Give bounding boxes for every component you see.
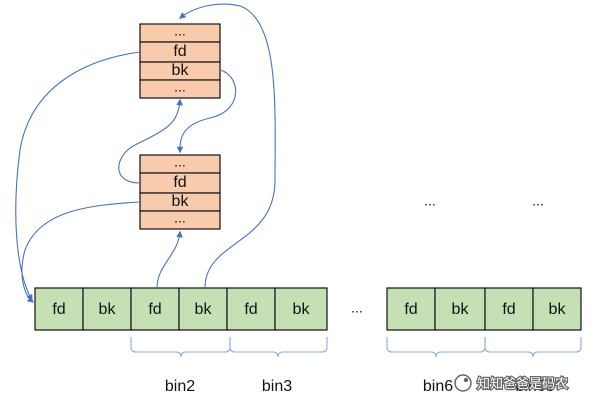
chunk-mid-bk: bk bbox=[172, 193, 190, 210]
bin-cell-3-label: bk bbox=[195, 301, 213, 318]
bin-right-label-1: bin6 bbox=[423, 378, 453, 395]
chunk-mid-ellipsis-bottom: ... bbox=[174, 210, 186, 226]
pointer-bin-bk-to-top-chunk bbox=[178, 3, 276, 289]
bin-cell-0 bbox=[34, 287, 84, 331]
watermark-logo-dot-icon bbox=[463, 377, 469, 383]
bin-cell-5-label: bk bbox=[293, 301, 311, 318]
bin-cell-2-label: fd bbox=[148, 301, 161, 318]
bin-cell-1-label: bk bbox=[99, 301, 117, 318]
upper-ellipsis-left: ... bbox=[424, 193, 436, 209]
pointer-mid-fd-to-top-chunk bbox=[118, 98, 183, 184]
bin-cell-3 bbox=[178, 287, 228, 331]
chunk-top-ellipsis-bottom: ... bbox=[174, 79, 186, 95]
bin-right-brace-1 bbox=[386, 337, 486, 358]
bin-right-cell-2-label: fd bbox=[502, 301, 515, 318]
bin-array-ellipsis: ... bbox=[351, 300, 363, 316]
bin3-brace bbox=[229, 337, 328, 358]
bin-cell-5 bbox=[274, 287, 328, 331]
bin-right-cell-1-label: bk bbox=[452, 301, 470, 318]
bin3-label: bin3 bbox=[262, 378, 292, 395]
bin-cell-1 bbox=[82, 287, 132, 331]
bin-array-left: fd bk fd bk fd bk bbox=[34, 287, 328, 331]
chunk-top: ... fd bk ... bbox=[139, 23, 221, 99]
bin-cell-4-label: fd bbox=[244, 301, 257, 318]
bin-right-label-2: bin63 bbox=[515, 378, 554, 395]
chunk-mid-row-3 bbox=[139, 210, 221, 230]
pointer-mid-bk-to-bin bbox=[21, 201, 141, 303]
chunk-top-ellipsis-top: ... bbox=[174, 23, 186, 39]
pointer-top-fd-to-bin bbox=[15, 51, 141, 302]
bin-right-cell-1 bbox=[434, 287, 486, 331]
bin-right-cell-0-label: fd bbox=[404, 301, 417, 318]
chunk-mid: ... fd bk ... bbox=[139, 154, 221, 230]
bin-right-cell-2 bbox=[484, 287, 534, 331]
chunk-top-bk: bk bbox=[172, 62, 190, 79]
pointer-bin-fd-to-mid-chunk bbox=[156, 230, 183, 289]
watermark-text: 知知爸爸是码农 bbox=[477, 376, 568, 392]
chunk-top-row-3 bbox=[139, 79, 221, 99]
chunk-top-fd: fd bbox=[173, 43, 186, 60]
chunk-mid-ellipsis-top: ... bbox=[174, 154, 186, 170]
bin-cell-0-label: fd bbox=[52, 301, 65, 318]
bin-array-right: fd bk fd bk bbox=[386, 287, 582, 331]
watermark-logo-icon bbox=[454, 374, 472, 392]
bin-right-cell-3-label: bk bbox=[549, 301, 567, 318]
chunk-mid-fd: fd bbox=[173, 174, 186, 191]
bin-right-brace-2 bbox=[484, 337, 582, 358]
bin-cell-2 bbox=[130, 287, 180, 331]
watermark: 知知爸爸是码农 bbox=[454, 374, 569, 393]
upper-ellipsis-right: ... bbox=[532, 193, 544, 209]
bin2-brace bbox=[130, 337, 231, 358]
bin-right-cell-3 bbox=[532, 287, 582, 331]
bin2-label: bin2 bbox=[165, 378, 195, 395]
pointer-top-bk-to-mid-chunk bbox=[176, 69, 237, 154]
